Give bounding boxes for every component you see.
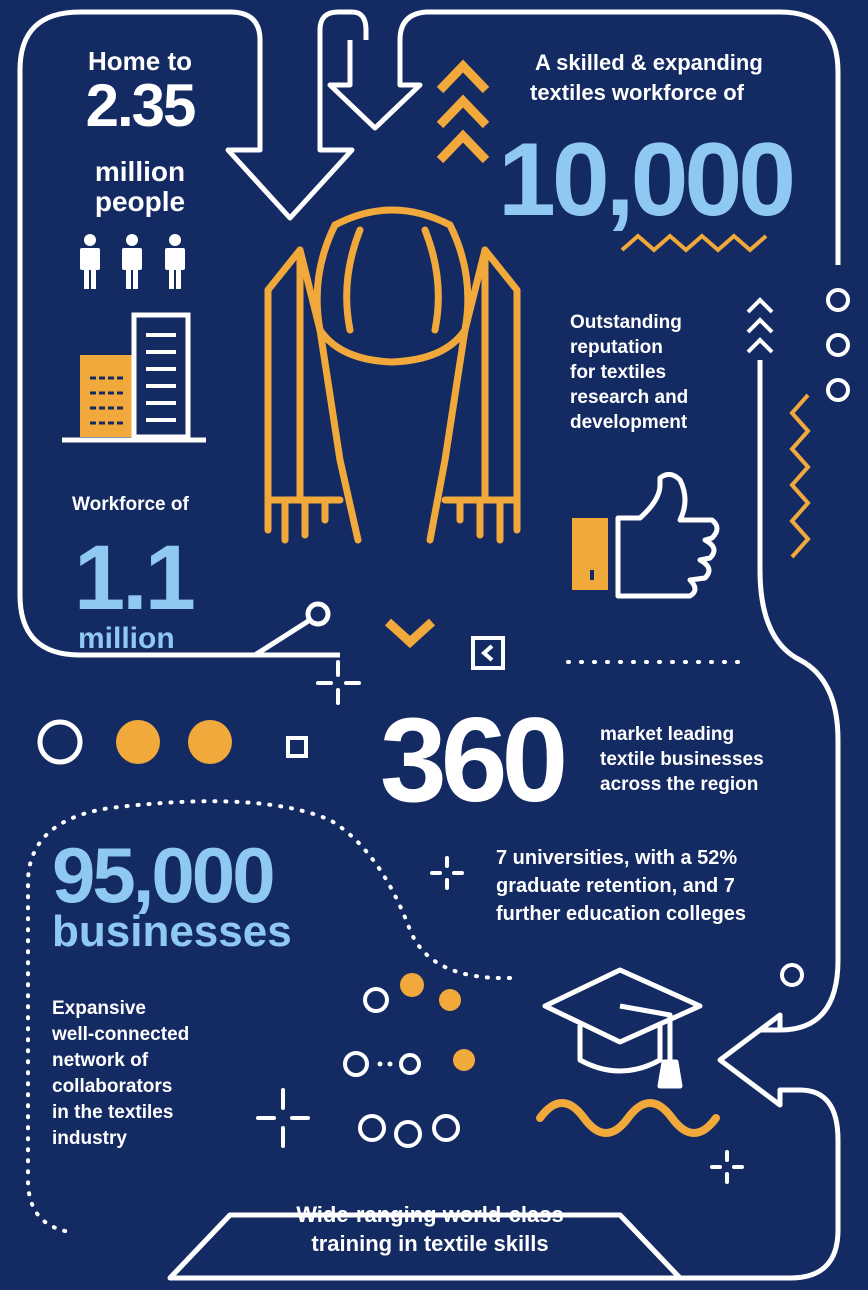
wave-orange xyxy=(536,1099,720,1137)
network-line: Expansive xyxy=(52,998,146,1019)
scarf-icon xyxy=(264,206,521,544)
businesses-95k-number: 95,000 xyxy=(52,831,276,919)
small-square xyxy=(286,736,308,758)
training-line2: training in textile skills xyxy=(311,1231,549,1256)
network-circles-icon xyxy=(343,973,475,1148)
reputation-line: for textiles xyxy=(570,362,667,383)
population-million: million xyxy=(94,156,186,187)
reputation-line: research and xyxy=(570,387,689,408)
network-line: well-connected xyxy=(52,1024,190,1045)
universities-line: 7 universities, with a 52% xyxy=(496,847,738,869)
universities-line: further education colleges xyxy=(496,903,747,925)
training-banner-top xyxy=(167,1212,683,1281)
circle-orange-2 xyxy=(188,720,232,764)
workforce-unit: million xyxy=(78,622,175,655)
right-flow-line xyxy=(757,360,841,1033)
businesses-360-line: textile businesses xyxy=(600,749,764,770)
population-people: people xyxy=(94,186,186,217)
textiles-workforce-number: 10,000 xyxy=(498,122,796,238)
reputation-line: reputation xyxy=(570,337,663,358)
chevron-down-orange xyxy=(384,618,436,649)
chevrons-up-orange xyxy=(436,59,490,164)
textiles-workforce-line2: textiles workforce of xyxy=(530,80,744,105)
arrow-down-small xyxy=(327,9,841,265)
network-line: industry xyxy=(52,1128,127,1149)
arrow-down-big xyxy=(225,9,369,221)
building-icon xyxy=(62,312,206,443)
reputation-text: Outstanding reputation for textiles rese… xyxy=(570,310,688,435)
sparkle-icon-4 xyxy=(710,1150,744,1184)
population-intro: Home to xyxy=(88,46,192,76)
graduation-cap-icon xyxy=(542,967,703,1089)
people-icon xyxy=(80,234,185,289)
reputation-line: development xyxy=(570,412,688,433)
network-line: collaborators xyxy=(52,1076,173,1097)
connector-node xyxy=(305,601,331,627)
training-line1: Wide-ranging world-class xyxy=(296,1202,564,1227)
network-line: in the textiles xyxy=(52,1102,174,1123)
circle-small-right xyxy=(780,963,804,987)
network-text: Expansive well-connected network of coll… xyxy=(52,996,189,1152)
thumbs-up-icon xyxy=(572,472,720,599)
population-number: 2.35 xyxy=(85,72,197,139)
circle-orange-1 xyxy=(116,720,160,764)
workforce-number: 1.1 xyxy=(74,527,196,629)
textiles-workforce-line1: A skilled & expanding xyxy=(535,50,763,75)
left-arrow-box-icon xyxy=(471,636,505,670)
circles-right xyxy=(826,288,850,402)
dotted-curve xyxy=(26,799,512,1234)
training-text: Wide-ranging world-class training in tex… xyxy=(200,1200,660,1258)
workforce-label: Workforce of xyxy=(72,494,189,515)
reputation-line: Outstanding xyxy=(570,312,682,333)
zigzag-horizontal xyxy=(620,233,768,253)
businesses-360-text: market leading textile businesses across… xyxy=(600,722,764,797)
businesses-360-number: 360 xyxy=(380,693,568,827)
network-line: network of xyxy=(52,1050,149,1071)
businesses-95k-unit: businesses xyxy=(52,907,292,956)
universities-text: 7 universities, with a 52% graduate rete… xyxy=(496,844,746,928)
connector-line xyxy=(253,617,312,658)
arrow-left xyxy=(168,1012,841,1281)
businesses-360-line: market leading xyxy=(600,724,735,745)
universities-line: graduate retention, and 7 xyxy=(496,875,735,897)
sparkle-icon xyxy=(316,660,361,705)
left-panel-outline xyxy=(17,9,340,658)
sparkle-icon-3 xyxy=(256,1088,310,1148)
sparkle-icon-2 xyxy=(430,856,464,890)
circle-outline xyxy=(37,719,83,765)
businesses-360-line: across the region xyxy=(600,774,759,795)
chevrons-up-white xyxy=(746,297,774,354)
zigzag-vertical xyxy=(789,393,811,559)
